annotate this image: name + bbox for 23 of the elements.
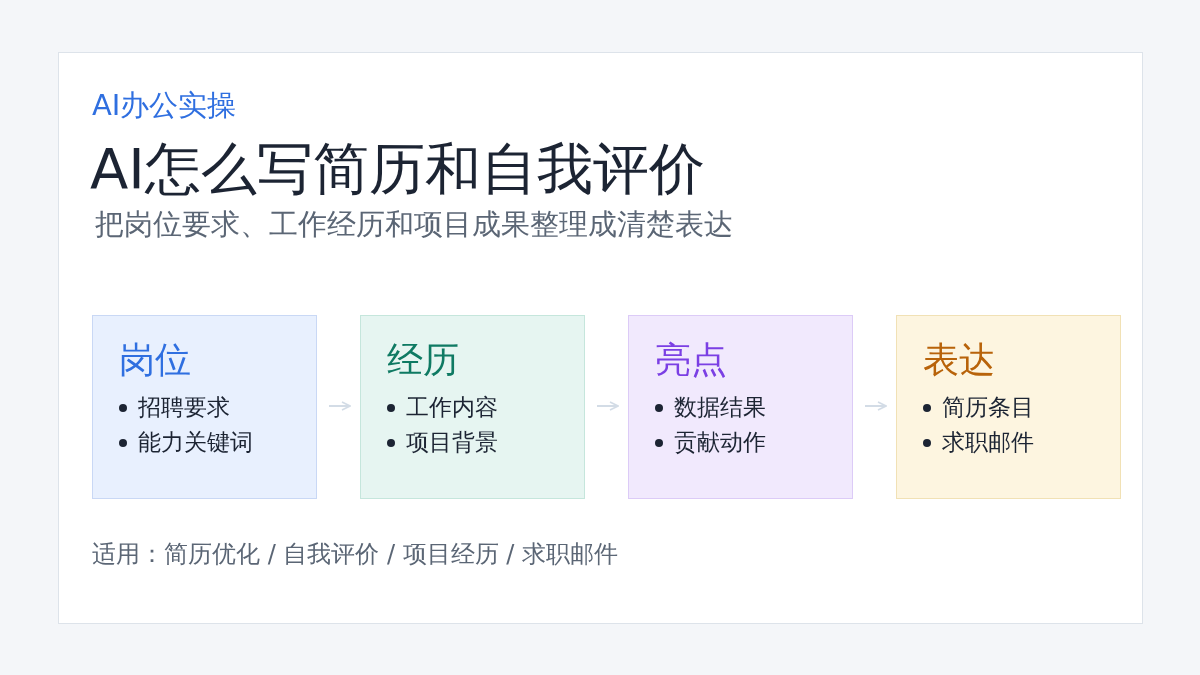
step-box	[628, 315, 853, 499]
subtitle: 把岗位要求、工作经历和项目成果整理成清楚表达	[95, 206, 733, 243]
bullet-item: 求职邮件	[942, 428, 1034, 457]
step-heading: 亮点	[655, 338, 727, 382]
arrow	[864, 401, 887, 411]
step-box	[360, 315, 585, 499]
bullet-item: 招聘要求	[138, 393, 230, 422]
step-heading: 岗位	[119, 338, 191, 382]
bullet-item: 项目背景	[406, 428, 498, 457]
bullet-item: 能力关键词	[138, 428, 253, 457]
step-heading: 表达	[923, 338, 995, 382]
bullet-item: 简历条目	[942, 393, 1034, 422]
bullet-item: 工作内容	[406, 393, 498, 422]
arrow	[596, 401, 619, 411]
step-box	[896, 315, 1121, 499]
footer-note: 适用：简历优化 / 自我评价 / 项目经历 / 求职邮件	[92, 539, 619, 570]
arrow	[328, 401, 351, 411]
bullet-item: 数据结果	[674, 393, 766, 422]
step-box	[92, 315, 317, 499]
step-heading: 经历	[387, 338, 459, 382]
title: AI怎么写简历和自我评价	[90, 135, 705, 203]
bullet-item: 贡献动作	[674, 428, 766, 457]
tag-text: AI办公实操	[92, 87, 237, 124]
